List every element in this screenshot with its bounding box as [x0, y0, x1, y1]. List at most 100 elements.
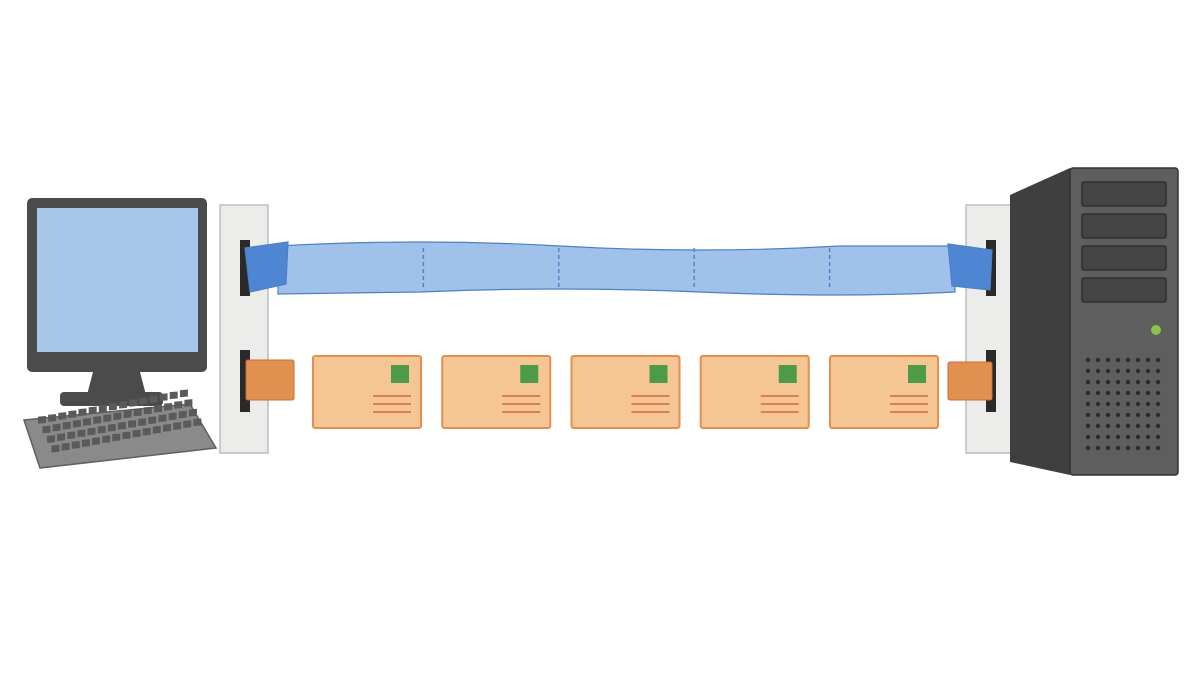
vent-hole: [1155, 401, 1161, 407]
drive-bay-2: [1081, 213, 1167, 239]
vent-hole: [1135, 368, 1141, 374]
vent-hole: [1085, 390, 1091, 396]
vent-hole: [1115, 390, 1121, 396]
keyboard-key: [149, 395, 158, 403]
vent-hole: [1115, 423, 1121, 429]
keyboard-key: [173, 422, 182, 430]
envelope-icon: [829, 355, 939, 429]
vent-hole: [1135, 390, 1141, 396]
vent-hole: [1145, 379, 1151, 385]
vent-hole: [1105, 445, 1111, 451]
keyboard-key: [67, 431, 76, 440]
vent-hole: [1125, 412, 1131, 418]
vent-hole: [1125, 379, 1131, 385]
vent-hole: [1155, 445, 1161, 451]
vent-hole: [1095, 390, 1101, 396]
vent-hole: [1085, 401, 1091, 407]
keyboard-key: [142, 427, 151, 436]
keyboard-key: [93, 416, 102, 424]
drive-bay-3: [1081, 245, 1167, 271]
keyboard-key: [77, 429, 86, 438]
vent-hole: [1135, 445, 1141, 451]
keyboard-key: [48, 414, 57, 422]
keyboard-key: [51, 444, 60, 453]
keyboard-key: [174, 401, 183, 409]
stream-ribbon: [277, 241, 956, 296]
keyboard-key: [113, 412, 122, 421]
stamp: [908, 365, 926, 383]
keyboard-key: [108, 402, 117, 411]
vent-hole: [1125, 434, 1131, 440]
keyboard-key: [52, 423, 61, 432]
keyboard-key: [68, 410, 77, 419]
vent-hole: [1085, 412, 1091, 418]
keyboard-key: [168, 412, 177, 421]
keyboard-key: [71, 441, 80, 449]
keyboard-key: [139, 397, 148, 405]
keyboard-key: [103, 414, 112, 422]
keyboard-key: [38, 415, 46, 424]
vent-hole: [1115, 401, 1121, 407]
keyboard-key: [119, 400, 128, 409]
keyboard-key: [164, 402, 173, 411]
vent-hole: [1105, 401, 1111, 407]
keyboard-key: [188, 408, 197, 417]
keyboard-key: [152, 425, 161, 434]
vent-hole: [1135, 412, 1141, 418]
vent-hole: [1145, 445, 1151, 451]
vent-hole: [1105, 357, 1111, 363]
vent-hole: [1155, 357, 1161, 363]
vent-hole: [1115, 368, 1121, 374]
keyboard-key: [87, 427, 96, 436]
left-port-panel: [219, 204, 269, 454]
keyboard-key: [117, 421, 126, 430]
right-packet-tab: [947, 361, 993, 401]
vent-hole: [1155, 379, 1161, 385]
keyboard-key: [57, 433, 66, 442]
left-stream-slot: [240, 240, 250, 296]
vent-hole: [1145, 401, 1151, 407]
power-led: [1151, 325, 1161, 335]
vent-hole: [1115, 445, 1121, 451]
vent-hole: [1105, 412, 1111, 418]
vent-hole: [1085, 423, 1091, 429]
vent-hole: [1105, 434, 1111, 440]
keyboard-key: [143, 406, 152, 415]
vent-hole: [1145, 434, 1151, 440]
vent-hole: [1145, 368, 1151, 374]
stamp: [520, 365, 539, 383]
keyboard-key: [112, 433, 121, 442]
keyboard-key: [183, 420, 192, 428]
desktop-computer-icon: [22, 198, 218, 469]
keyboard-key: [122, 431, 131, 440]
keyboard-key: [97, 425, 106, 434]
envelope-icon: [570, 355, 681, 429]
keyboard-key: [184, 399, 193, 407]
server-side-panel: [1010, 168, 1070, 475]
vent-hole: [1095, 423, 1101, 429]
vent-hole: [1145, 412, 1151, 418]
vent-hole: [1095, 379, 1101, 385]
keyboard-key: [62, 421, 71, 430]
keyboard-key: [158, 414, 167, 423]
keyboard-key: [47, 435, 55, 443]
vent-hole: [1125, 390, 1131, 396]
vent-hole: [1105, 368, 1111, 374]
keyboard-key: [148, 416, 157, 425]
vent-hole: [1145, 423, 1151, 429]
stamp: [391, 365, 409, 383]
byte-stream-ribbon-icon: [244, 241, 993, 296]
drive-bay-1: [1081, 181, 1167, 207]
vent-hole: [1145, 357, 1151, 363]
vent-hole: [1135, 401, 1141, 407]
vent-hole: [1085, 357, 1091, 363]
vent-hole: [1095, 445, 1101, 451]
server-vent-grid: [1085, 357, 1161, 451]
stamp: [778, 365, 797, 383]
keyboard-key: [58, 412, 67, 420]
vent-hole: [1095, 368, 1101, 374]
left-packet-slot: [240, 350, 250, 412]
keyboard-key: [98, 404, 107, 413]
vent-hole: [1105, 390, 1111, 396]
